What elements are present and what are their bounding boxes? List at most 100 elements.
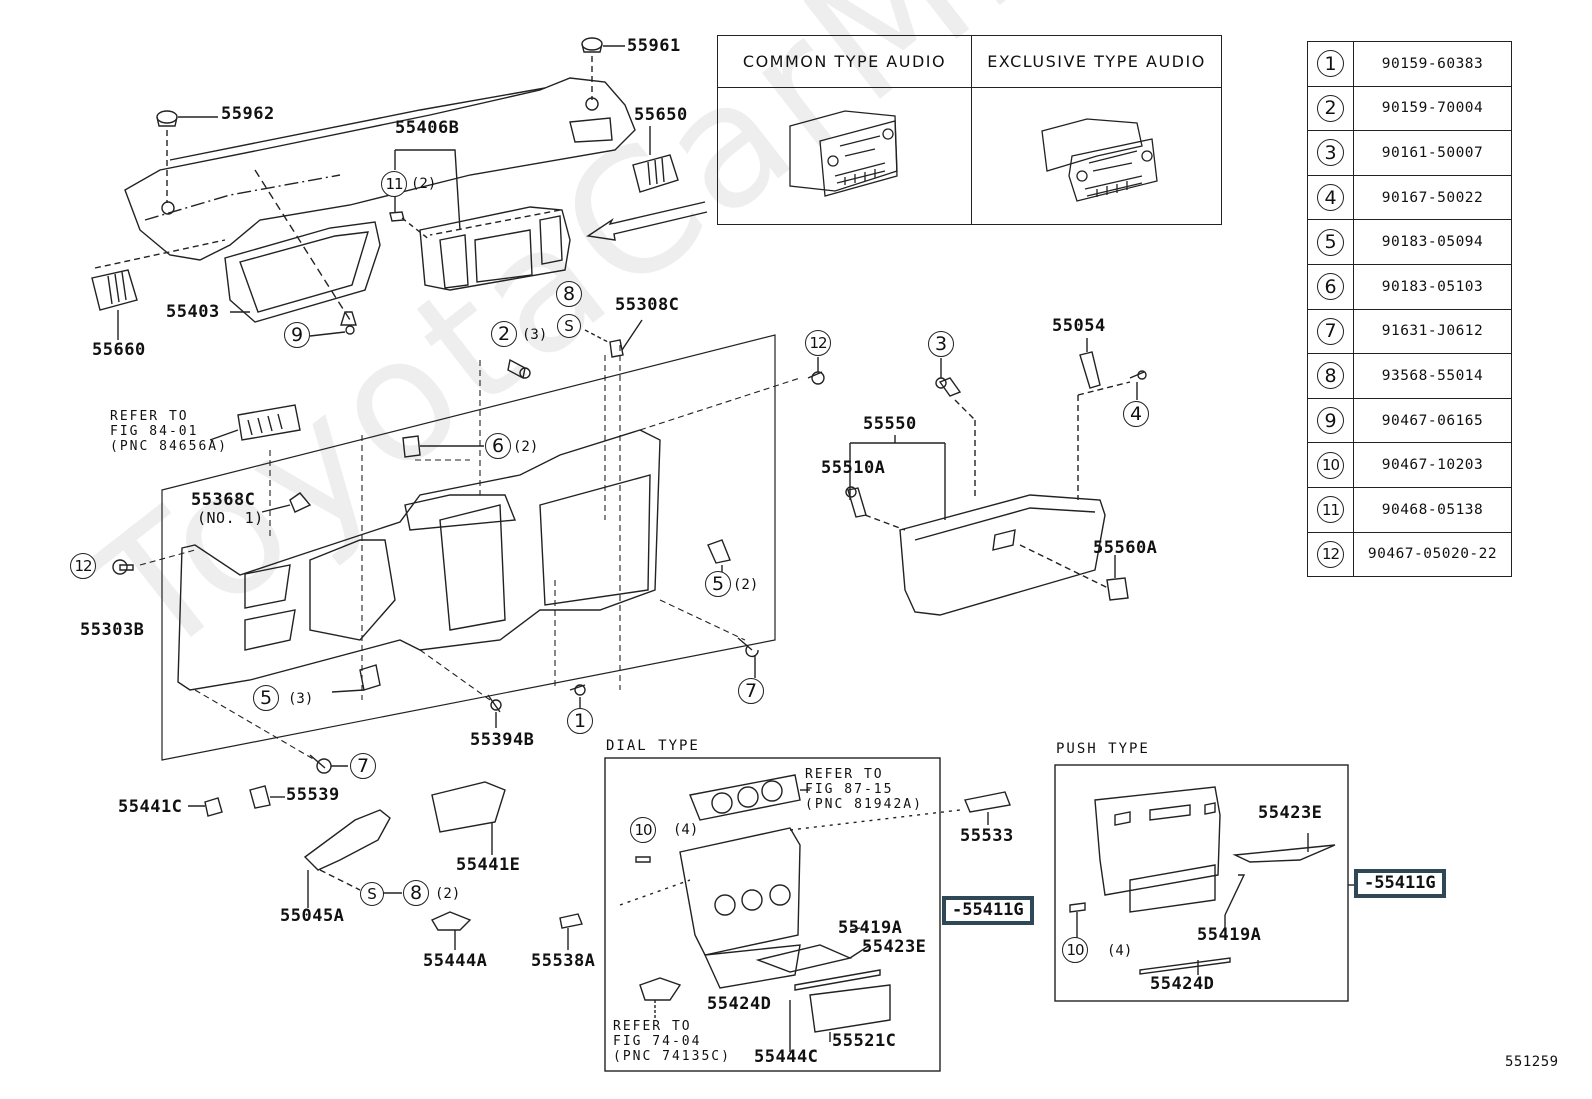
- lower-left-parts-drawing: [188, 781, 583, 950]
- callout-5-left[interactable]: 5: [253, 685, 279, 711]
- parts-table-index-cell: 5: [1307, 219, 1354, 265]
- parts-table-row[interactable]: 4 90167-50022: [1307, 174, 1512, 221]
- label-55411G-dial-highlighted[interactable]: -55411G: [942, 896, 1034, 925]
- label-55444C: 55444C: [754, 1047, 819, 1067]
- s-symbol-top: S: [557, 314, 581, 338]
- label-55538A: 55538A: [531, 951, 596, 971]
- label-55560A: 55560A: [1093, 538, 1158, 558]
- parts-table-index-cell: 11: [1307, 486, 1354, 533]
- parts-table-index-cell: 1: [1307, 41, 1354, 87]
- exclusive-audio-unit-image: [972, 88, 1221, 224]
- audio-type-table: COMMON TYPE AUDIO EXCLUSIVE TYPE AUDIO: [717, 35, 1222, 225]
- callout-8-top[interactable]: 8: [556, 281, 582, 307]
- lower-panel-guide-lines: [139, 345, 801, 761]
- label-55419A-dial: 55419A: [838, 918, 903, 938]
- instrument-panel-upper-drawing: [124, 77, 636, 261]
- parts-table-part-number: 90468-05138: [1353, 486, 1512, 533]
- label-55403: 55403: [166, 302, 220, 322]
- section-title-push-type: PUSH TYPE: [1056, 741, 1150, 757]
- note-refer-fig-87-15: REFER TO FIG 87-15 (PNC 81942A): [805, 767, 923, 812]
- s-symbol-bottom: S: [360, 882, 384, 906]
- callout-4[interactable]: 4: [1123, 401, 1149, 427]
- index-circle: 11: [1317, 496, 1344, 524]
- index-circle: 12: [1317, 540, 1344, 568]
- index-circle: 7: [1317, 317, 1344, 345]
- audio-header-common: COMMON TYPE AUDIO: [718, 36, 972, 88]
- figure-number: 551259: [1505, 1054, 1559, 1070]
- label-55441E: 55441E: [456, 855, 521, 875]
- label-55368C: 55368C: [191, 490, 256, 510]
- callout-10-dial[interactable]: 10: [630, 817, 656, 843]
- label-55521C: 55521C: [832, 1031, 897, 1051]
- parts-table-index-cell: 6: [1307, 263, 1354, 310]
- callout-5-right[interactable]: 5: [705, 571, 731, 597]
- section-title-dial-type: DIAL TYPE: [606, 738, 700, 754]
- common-audio-unit-image: [718, 88, 972, 224]
- callout-3[interactable]: 3: [928, 331, 954, 357]
- index-circle: 6: [1317, 273, 1344, 301]
- parts-table-index-cell: 12: [1307, 531, 1354, 578]
- parts-table-part-number: 91631-J0612: [1353, 308, 1512, 355]
- callout-6[interactable]: 6: [485, 433, 511, 459]
- callout-9[interactable]: 9: [284, 322, 310, 348]
- parts-table-index-cell: 8: [1307, 353, 1354, 399]
- label-55961: 55961: [627, 36, 681, 56]
- part-55403-drawing: [224, 169, 381, 323]
- callout-12-left[interactable]: 12: [70, 553, 96, 579]
- callout-12-right[interactable]: 12: [805, 330, 831, 356]
- callout-1[interactable]: 1: [567, 708, 593, 734]
- part-55650-drawing: [632, 126, 679, 193]
- label-55444A: 55444A: [423, 951, 488, 971]
- parts-table-part-number: 90467-06165: [1353, 397, 1512, 444]
- label-55424D-push: 55424D: [1150, 974, 1215, 994]
- note-refer-fig-74-04: REFER TO FIG 74-04 (PNC 74135C): [613, 1019, 731, 1064]
- callout-8-bottom[interactable]: 8: [403, 880, 429, 906]
- parts-table-index-cell: 3: [1307, 130, 1354, 176]
- index-circle: 8: [1317, 362, 1344, 390]
- part-55660-drawing: [91, 239, 226, 340]
- parts-table-part-number: 90467-10203: [1353, 442, 1512, 488]
- label-55423E-push: 55423E: [1258, 803, 1323, 823]
- callout-7-bottom[interactable]: 7: [350, 753, 376, 779]
- parts-table-index-cell: 10: [1307, 442, 1354, 488]
- audio-header-exclusive: EXCLUSIVE TYPE AUDIO: [972, 36, 1221, 88]
- parts-table-part-number: 90467-05020-22: [1353, 531, 1512, 578]
- note-refer-fig-84-01: REFER TO FIG 84-01 (PNC 84656A): [110, 409, 228, 454]
- parts-table-row[interactable]: 12 90467-05020-22: [1307, 531, 1512, 578]
- label-55441C: 55441C: [118, 797, 183, 817]
- callout-7-right[interactable]: 7: [738, 678, 764, 704]
- index-circle: 4: [1317, 184, 1344, 212]
- parts-table-part-number: 90159-70004: [1353, 85, 1512, 132]
- callout-10-push-qty: (4): [1107, 943, 1133, 959]
- label-55394B: 55394B: [470, 730, 535, 750]
- part-55406B-drawing: [389, 149, 571, 291]
- callout-11-qty: (2): [411, 176, 437, 192]
- label-55962: 55962: [221, 104, 275, 124]
- parts-table-index-cell: 7: [1307, 308, 1354, 355]
- label-55423E-dial: 55423E: [862, 937, 927, 957]
- label-55411G-push-highlighted[interactable]: -55411G: [1354, 869, 1446, 898]
- parts-table-index-cell: 9: [1307, 397, 1354, 444]
- push-type-box-drawing: [1054, 764, 1358, 1002]
- part-55550-drawing: [845, 338, 1147, 616]
- callout-5-right-qty: (2): [733, 577, 759, 593]
- callout-8-bottom-qty: (2): [435, 886, 461, 902]
- callout-10-push[interactable]: 10: [1062, 937, 1088, 963]
- parts-table-row[interactable]: 7 91631-J0612: [1307, 308, 1512, 355]
- parts-table-row[interactable]: 11 90468-05138: [1307, 486, 1512, 533]
- callout-2[interactable]: 2: [491, 321, 517, 347]
- callout-11[interactable]: 11: [381, 171, 407, 197]
- parts-table-part-number: 90167-50022: [1353, 174, 1512, 221]
- parts-table-part-number: 90161-50007: [1353, 130, 1512, 176]
- part-55303B-drawing: [161, 334, 776, 761]
- callout-5-left-qty: (3): [288, 691, 314, 707]
- label-55045A: 55045A: [280, 906, 345, 926]
